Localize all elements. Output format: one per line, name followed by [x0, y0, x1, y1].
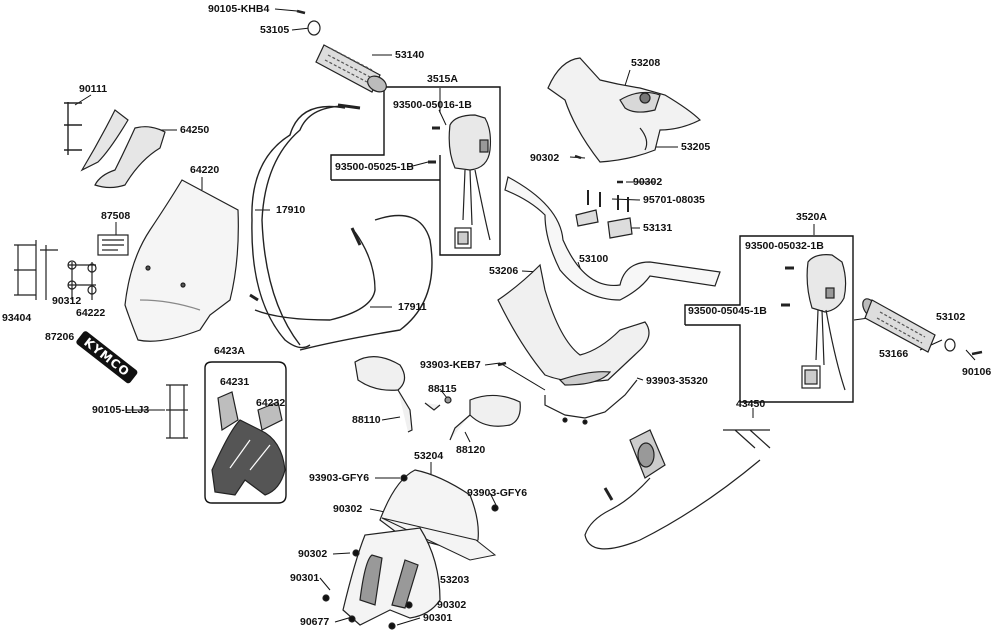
label-53105: 53105 [260, 24, 290, 36]
label-90302-lower-left: 90302 [298, 548, 328, 560]
label-93903-35320: 93903-35320 [646, 375, 708, 387]
handlebar-pipe [504, 176, 721, 301]
label-88120: 88120 [456, 444, 486, 456]
label-90302-upper: 90302 [530, 152, 560, 164]
label-64250: 64250 [180, 124, 210, 136]
label-43450: 43450 [736, 398, 766, 410]
side-screws [166, 384, 188, 439]
label-53166: 53166 [879, 348, 909, 360]
inner-panel-set [211, 391, 286, 496]
label-87508: 87508 [101, 210, 131, 222]
label-93500-05045-1b: 93500-05045-1B [688, 305, 767, 317]
label-90312: 90312 [52, 295, 82, 307]
label-90302-front: 90302 [333, 503, 363, 515]
seat-lock-cable [584, 429, 771, 550]
windscreen [124, 179, 239, 342]
label-90301-right: 90301 [423, 612, 453, 624]
label-3515a: 3515A [427, 73, 458, 85]
label-93500-05025-1b: 93500-05025-1B [335, 161, 414, 173]
throttle-cables [249, 103, 433, 351]
small-fasteners [322, 474, 499, 630]
label-53102: 53102 [936, 311, 966, 323]
right-switch-assembly [781, 254, 847, 391]
label-90105-llj3: 90105-LLJ3 [92, 404, 150, 416]
label-17911: 17911 [398, 301, 427, 313]
warning-decal [97, 234, 129, 256]
label-53208: 53208 [631, 57, 661, 69]
label-53206: 53206 [489, 265, 519, 277]
label-93903-keb7: 93903-KEB7 [420, 359, 481, 371]
label-93500-05016-1b: 93500-05016-1B [393, 99, 472, 111]
left-switch-assembly [428, 114, 492, 249]
label-93903-gfy6-left: 93903-GFY6 [309, 472, 370, 484]
label-88110: 88110 [352, 414, 381, 426]
windscreen-bracket [64, 102, 166, 189]
label-3520a: 3520A [796, 211, 827, 223]
handlebar-holder [574, 154, 633, 239]
label-93500-05032-1b: 93500-05032-1B [745, 240, 824, 252]
label-90105-khb4: 90105-KHB4 [208, 3, 270, 15]
label-95701-08035: 95701-08035 [643, 194, 705, 206]
bracket-boxes [204, 86, 854, 504]
label-53131: 53131 [643, 222, 673, 234]
label-93404: 93404 [2, 312, 32, 324]
label-53205: 53205 [681, 141, 711, 153]
label-53204: 53204 [414, 450, 444, 462]
label-53140: 53140 [395, 49, 425, 61]
lower-panel [342, 527, 441, 626]
label-93903-gfy6-right: 93903-GFY6 [467, 487, 528, 499]
lower-handle-cover [497, 263, 650, 386]
mount-bolts [14, 240, 97, 300]
label-53100: 53100 [579, 253, 609, 265]
label-90302-lower-right: 90302 [437, 599, 467, 611]
label-64231: 64231 [220, 376, 250, 388]
right-grip [862, 298, 983, 356]
label-64222: 64222 [76, 307, 106, 319]
label-6423a: 6423A [214, 345, 245, 357]
label-64220: 64220 [190, 164, 220, 176]
label-90111: 90111 [79, 83, 108, 95]
label-90301-left: 90301 [290, 572, 320, 584]
mirrors [354, 356, 521, 441]
cover-screws [497, 361, 638, 425]
throttle-grip [296, 9, 387, 93]
front-panel [379, 469, 497, 561]
label-88115: 88115 [428, 383, 457, 395]
label-87206: 87206 [45, 331, 75, 343]
label-90677: 90677 [300, 616, 330, 628]
label-53203: 53203 [440, 574, 470, 586]
upper-handle-cover [547, 57, 702, 163]
label-17910: 17910 [276, 204, 306, 216]
label-64232: 64232 [256, 397, 286, 409]
label-90302-holder: 90302 [633, 176, 663, 188]
label-90106: 90106 [962, 366, 992, 378]
